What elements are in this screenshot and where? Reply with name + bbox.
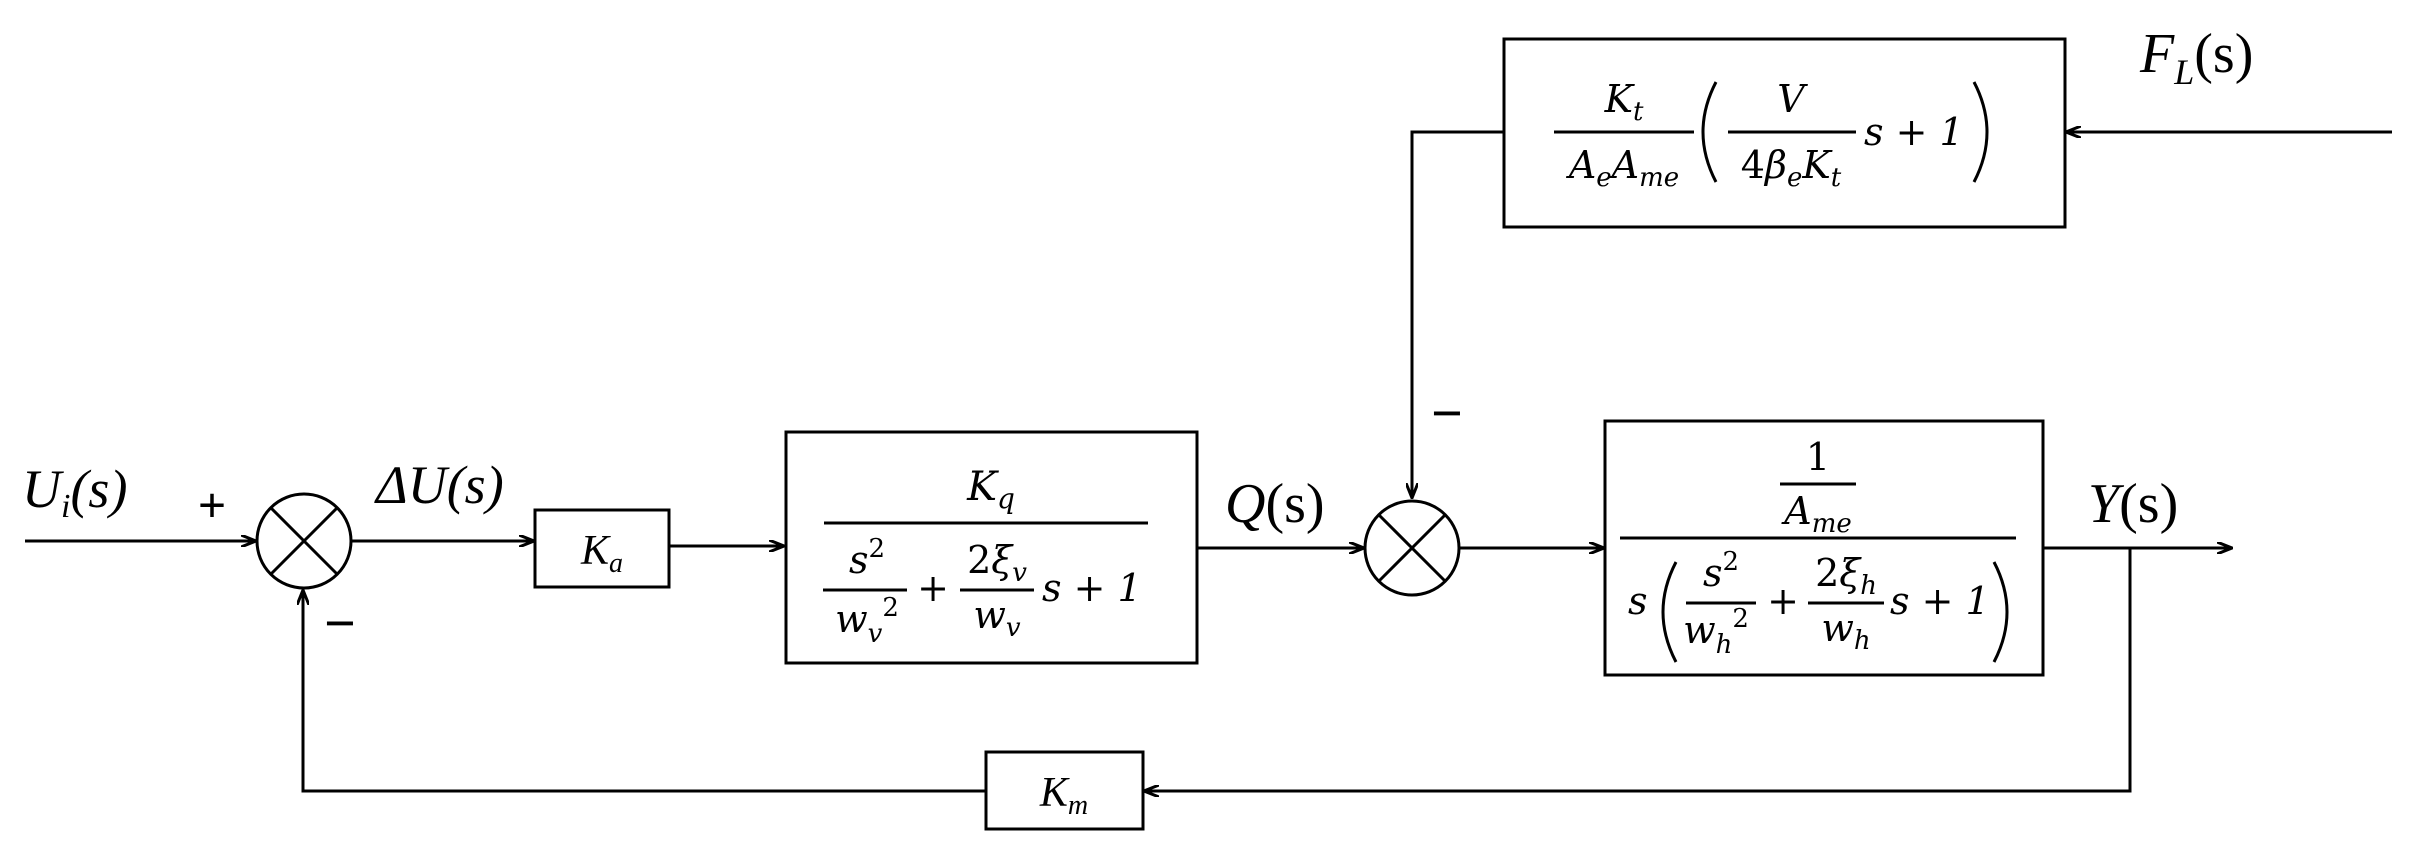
load-factor1-denominator: AeAme (1566, 143, 1679, 193)
cylinder-term1-denominator: wh2 (1683, 604, 1749, 660)
valve-term2-denominator: wv (973, 593, 1021, 643)
load-factor2-numerator: V (1777, 77, 1808, 121)
cylinder-numerator-area: Ame (1781, 489, 1852, 539)
valve-tail: s + 1 (1042, 566, 1142, 610)
cylinder-term2-denominator: wh (1821, 606, 1870, 656)
cylinder-tail: s + 1 (1890, 579, 1990, 623)
load-tail: s + 1 (1864, 110, 1964, 154)
load-factor1-numerator: Kt (1604, 77, 1644, 127)
summing-junction-2 (1363, 499, 1461, 597)
valve-term1-numerator: s2 (849, 534, 885, 582)
sum1-plus-sign: + (198, 477, 227, 533)
feedback-gain: Km (1039, 770, 1088, 821)
load-force-label: FL(s) (2139, 23, 2253, 92)
cylinder-lead-s: s (1628, 579, 1648, 623)
load-disturbance-block: Kt AeAme V 4βeKt s + 1 (1502, 37, 2067, 229)
feedback-block: Km (984, 750, 1145, 831)
valve-numerator: Kq (966, 464, 1015, 515)
sum1-minus-sign: − (324, 593, 356, 655)
amplifier-gain: Ka (580, 528, 623, 579)
input-signal-label: Ui(s) (22, 459, 127, 525)
load-factor2-denominator: 4βeKt (1741, 143, 1842, 193)
cylinder-term1-numerator: s2 (1703, 547, 1739, 595)
cylinder-right-paren (1992, 561, 2009, 663)
cylinder-term2-numerator: 2ξh (1815, 551, 1877, 601)
load-left-paren (1701, 81, 1718, 183)
cylinder-block: 1 Ame s s2 wh2 + 2ξh wh s + 1 (1603, 419, 2045, 677)
sum2-minus-sign: − (1431, 383, 1463, 445)
cylinder-numerator-one: 1 (1806, 435, 1830, 479)
cylinder-plus: + (1767, 579, 1799, 623)
servo-valve-block: Kq s2 wv2 + 2ξv wv s + 1 (784, 430, 1199, 665)
feedback-return-line (303, 590, 986, 793)
valve-plus: + (917, 566, 949, 610)
summing-junction-1 (255, 492, 353, 590)
valve-term1-denominator: wv2 (835, 593, 899, 649)
load-right-paren (1972, 81, 1989, 183)
output-signal-label: Y(s) (2088, 473, 2178, 535)
output-tap-line (1144, 548, 2132, 791)
error-signal-label: ΔU(s) (374, 455, 504, 515)
amplifier-block: Ka (533, 508, 671, 589)
load-to-sum2-line (1412, 130, 1504, 498)
flow-signal-label: Q(s) (1225, 473, 1325, 535)
valve-term2-numerator: 2ξv (967, 538, 1027, 588)
cylinder-left-paren (1661, 561, 1678, 663)
